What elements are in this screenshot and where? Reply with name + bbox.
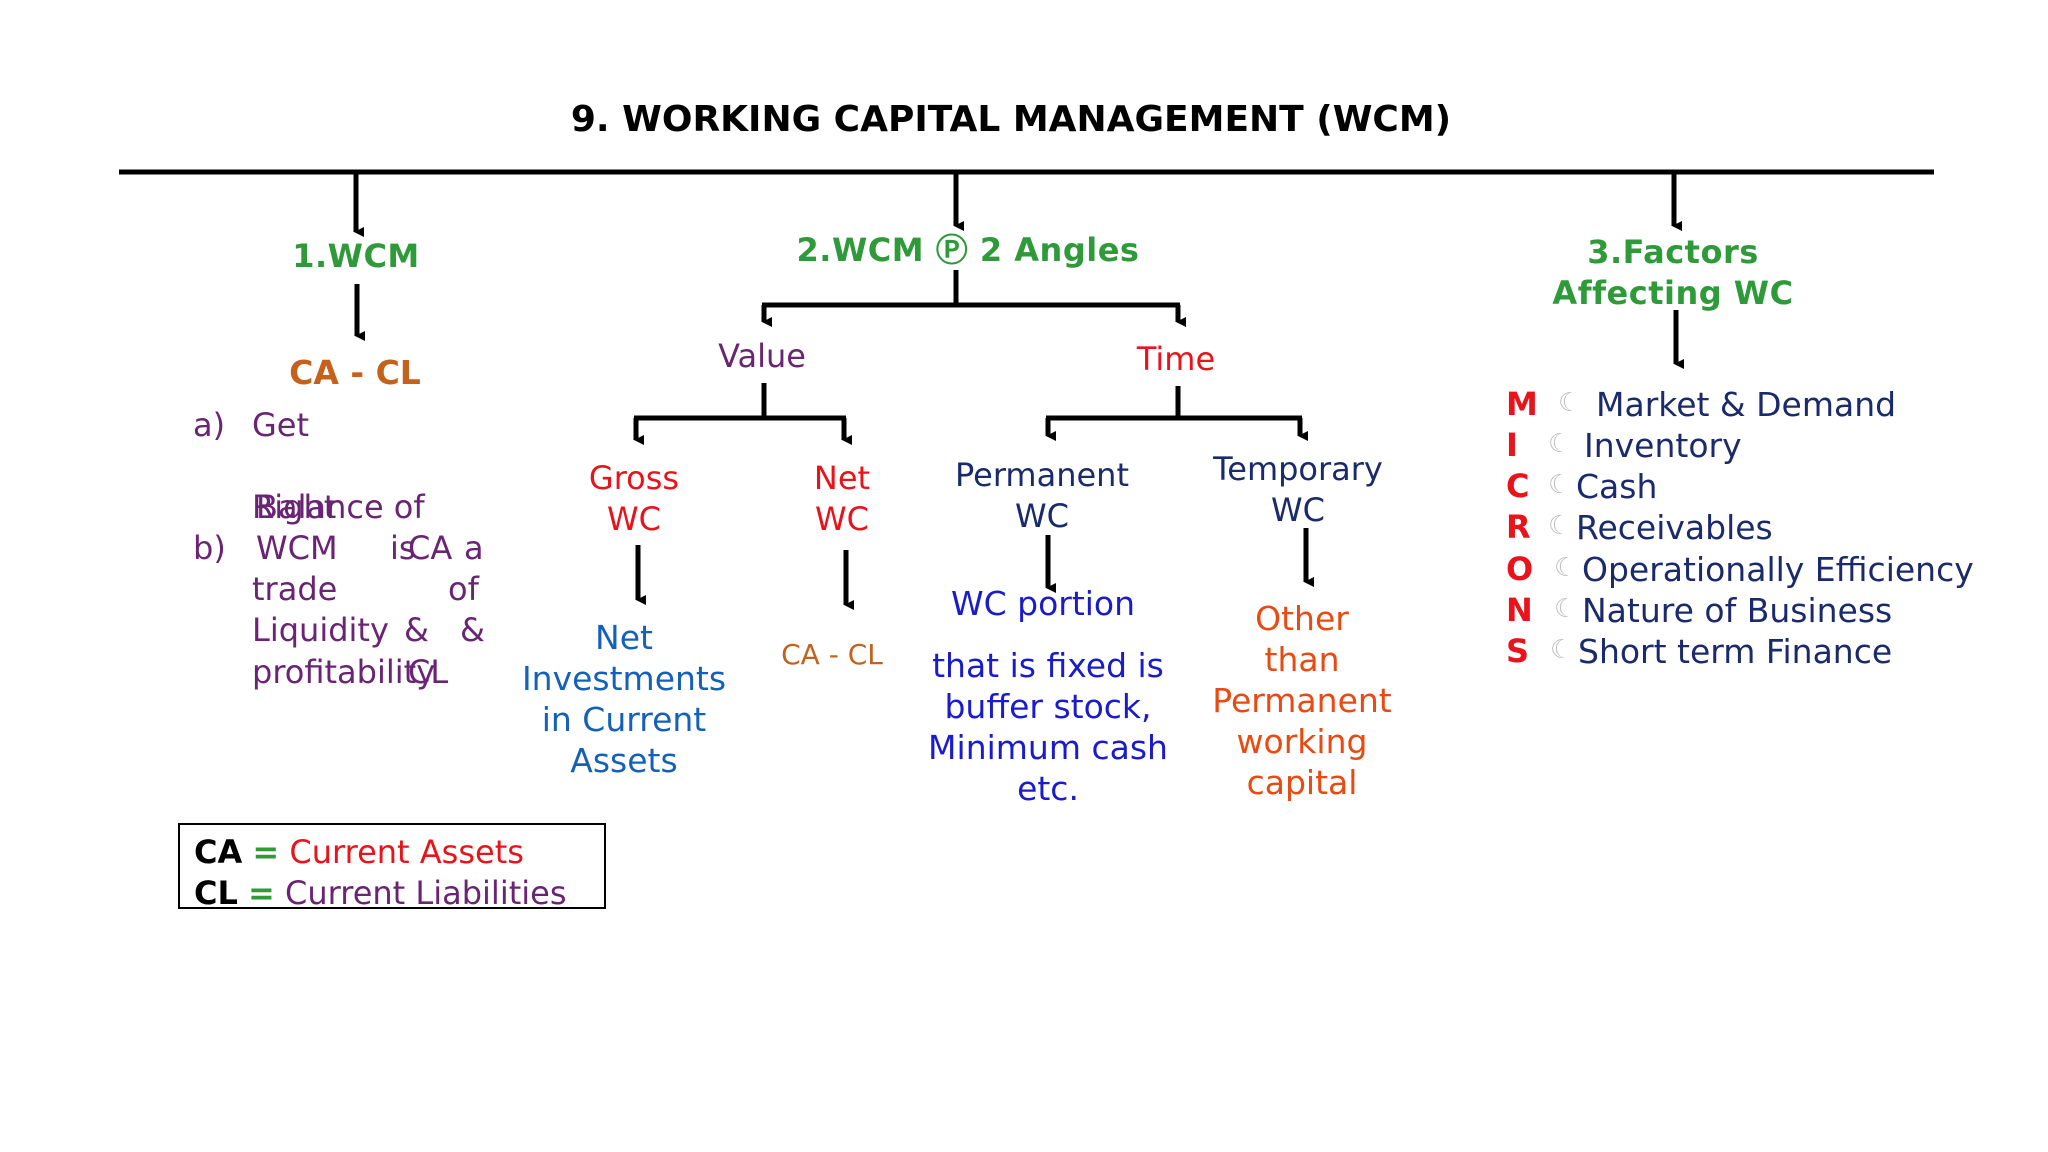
factor-letter: N [1506,591,1533,629]
moon-bullet-icon: ☾ [1554,594,1578,624]
temporary-desc-line: Permanent [1212,681,1392,720]
branch1-heading: 1.WCM [292,237,420,275]
temporary-wc-line1: Temporary [1213,450,1383,488]
legend-equals: = [252,833,280,871]
moon-bullet-icon: ☾ [1548,511,1572,541]
factor-letter: O [1506,550,1534,588]
page-title: 9. WORKING CAPITAL MANAGEMENT (WCM) [570,99,1452,140]
permanent-desc-line: Minimum cash [928,728,1168,767]
point-b-overlap-cl: CL [408,653,449,691]
point-b-line3-amp1: & [404,611,429,649]
value-label: Value [718,337,806,375]
point-b-line4: profitability [252,653,436,691]
temporary-desc-line: Other [1255,599,1349,638]
legend-full: Current Assets [289,833,524,871]
factor-text: Cash [1576,467,1658,506]
legend-row-cl: CL = Current Liabilities [194,877,567,909]
moon-bullet-icon: ☾ [1554,553,1578,583]
point-b-line2-of: of [448,570,479,608]
factor-letter: M [1506,385,1538,423]
factor-text: Operationally Efficiency [1582,550,1974,589]
point-a-overlap-right: Right [252,488,337,526]
branch3-heading-line2: Affecting WC [1552,274,1794,312]
permanent-desc-line: buffer stock, [944,687,1152,726]
permanent-wc-description: that is fixed is buffer stock, Minimum c… [928,645,1168,809]
factor-letter: I [1506,426,1518,464]
point-a-text: Get [252,406,310,444]
factor-text: Nature of Business [1582,591,1893,630]
moon-bullet-icon: ☾ [1550,635,1574,665]
factor-letter: S [1506,632,1530,670]
net-wc-description: CA - CL [781,638,883,671]
time-label: Time [1136,340,1216,378]
temporary-wc-description: Other than Permanent working capital [1212,598,1391,803]
temporary-desc-line: capital [1246,763,1358,802]
moon-bullet-icon: ☾ [1548,470,1572,500]
moon-bullet-icon: ☾ [1548,429,1572,459]
legend-abbr: CA [194,833,243,871]
gross-wc: Gross WC [589,458,679,540]
temporary-wc-line2: WC [1271,491,1325,529]
factor-text: Market & Demand [1596,385,1897,424]
factor-text: Inventory [1584,426,1742,465]
branch3-heading: 3.Factors Affecting WC [1552,232,1793,314]
permanent-wc-line1: Permanent [954,456,1130,494]
temporary-wc: Temporary WC [1213,449,1383,531]
moon-bullet-icon: ☾ [1558,388,1582,418]
gross-wc-line2: WC [607,500,661,538]
factor-text: Short term Finance [1578,632,1893,671]
point-b-overlap-ca: CA [408,529,453,567]
legend-row-ca: CA = Current Assets [194,836,524,868]
legend-box: CA = Current Assets CL = Current Liabili… [178,823,606,909]
net-wc: Net WC [814,458,870,540]
permanent-desc-head: WC portion [950,584,1136,623]
point-b-line3: Liquidity [252,611,389,649]
point-b-line1-a: a [464,529,484,567]
gross-desc-line: in Current [541,700,707,739]
gross-wc-line1: Gross [588,459,680,497]
legend-full: Current Liabilities [285,874,567,912]
branch1-formula: CA - CL [289,353,421,392]
gross-desc-line: Assets [570,741,678,780]
factor-text: Receivables [1576,508,1773,547]
net-wc-line1: Net [813,459,871,497]
gross-desc-line: Investments [521,659,727,698]
temporary-desc-line: working [1236,722,1368,761]
point-b-line1: WCM [256,529,338,567]
factor-letter: R [1506,508,1531,546]
branch2-heading: 2.WCM Ⓟ 2 Angles [796,231,1140,269]
point-a-overlap-balance: Balance of [256,488,425,526]
point-b-line2: trade [252,570,338,608]
legend-abbr: CL [194,874,238,912]
gross-wc-description: Net Investments in Current Assets [522,617,726,781]
factor-letter: C [1506,467,1530,505]
point-a-label: a) [193,406,226,444]
temporary-desc-line: than [1264,640,1340,679]
permanent-desc-line: that is fixed is [932,646,1164,685]
branch3-heading-line1: 3.Factors [1587,233,1759,271]
point-b-line1-is: is [390,529,416,567]
point-b-label: b) [193,529,226,567]
point-b-line3-amp2: & [460,611,485,649]
net-wc-line2: WC [815,500,869,538]
permanent-wc: Permanent WC [955,455,1129,537]
gross-desc-line: Net [595,618,653,657]
legend-equals: = [248,874,275,912]
permanent-wc-line2: WC [1015,497,1069,535]
permanent-desc-line: etc. [1017,769,1079,808]
